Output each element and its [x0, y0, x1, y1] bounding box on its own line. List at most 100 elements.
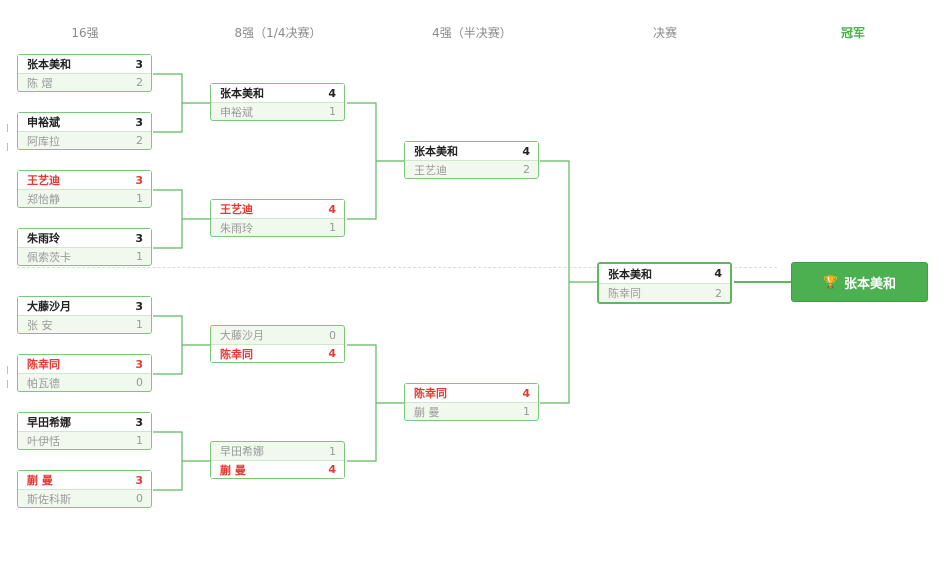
player-score: 1 — [136, 434, 143, 447]
player-name: 早田希娜 — [220, 445, 264, 458]
player-row[interactable]: 王艺迪 2 — [405, 160, 538, 178]
player-row[interactable]: 早田希娜 1 — [211, 442, 344, 460]
champion-box[interactable]: 🏆 张本美和 — [791, 262, 928, 302]
player-score: 2 — [715, 286, 722, 300]
player-score: 3 — [135, 415, 143, 429]
player-row[interactable]: 斯佐科斯 0 — [18, 489, 151, 507]
column-title: 决赛 — [652, 26, 677, 40]
player-name: 蒯 曼 — [414, 405, 440, 419]
player-row[interactable]: 叶伊恬 1 — [18, 431, 151, 449]
player-score: 3 — [135, 231, 143, 245]
player-row[interactable]: 阿库拉 2 — [18, 131, 151, 149]
edge-tick — [7, 143, 8, 151]
player-score: 0 — [136, 492, 143, 505]
player-score: 3 — [135, 357, 143, 371]
player-score: 1 — [523, 405, 530, 418]
player-name: 陈幸同 — [220, 347, 253, 361]
column-title: 4强（半决赛） — [432, 26, 512, 40]
round16-match[interactable]: 申裕斌 3 阿库拉 2 — [17, 112, 152, 150]
player-name: 申裕斌 — [27, 116, 60, 129]
player-name: 陈幸同 — [27, 358, 60, 371]
player-score: 0 — [329, 328, 336, 342]
player-score: 3 — [135, 115, 143, 129]
trophy-icon: 🏆 — [823, 275, 838, 289]
semi-match[interactable]: 陈幸同 4 蒯 曼 1 — [404, 383, 539, 421]
player-name: 阿库拉 — [27, 134, 60, 148]
player-name: 叶伊恬 — [27, 434, 60, 448]
player-score: 1 — [329, 221, 336, 234]
player-name: 早田希娜 — [27, 416, 71, 429]
column-title: 冠军 — [840, 26, 865, 40]
player-score: 2 — [523, 163, 530, 176]
player-name: 张本美和 — [220, 87, 264, 100]
player-row[interactable]: 蒯 曼 1 — [405, 402, 538, 420]
edge-tick — [7, 380, 8, 388]
edge-tick — [7, 366, 8, 374]
player-name: 朱雨玲 — [27, 232, 60, 245]
player-row[interactable]: 朱雨玲 1 — [211, 218, 344, 236]
edge-tick — [7, 124, 8, 132]
half-divider — [17, 267, 777, 268]
player-name: 张本美和 — [27, 58, 71, 71]
player-row[interactable]: 朱雨玲 3 — [18, 229, 151, 247]
player-score: 4 — [328, 347, 336, 360]
player-row[interactable]: 张本美和 4 — [211, 84, 344, 102]
player-score: 3 — [135, 299, 143, 313]
player-row[interactable]: 张本美和 3 — [18, 55, 151, 73]
player-name: 王艺迪 — [220, 203, 253, 216]
player-score: 4 — [522, 386, 530, 400]
player-score: 1 — [329, 105, 336, 118]
player-score: 3 — [135, 57, 143, 71]
player-row[interactable]: 陈幸同 3 — [18, 355, 151, 373]
quarter-match[interactable]: 王艺迪 4 朱雨玲 1 — [210, 199, 345, 237]
player-row[interactable]: 陈幸同 4 — [211, 344, 344, 362]
player-name: 蒯 曼 — [220, 463, 246, 477]
player-name: 斯佐科斯 — [27, 492, 71, 506]
round16-match[interactable]: 早田希娜 3 叶伊恬 1 — [17, 412, 152, 450]
player-score: 0 — [136, 376, 143, 389]
player-row[interactable]: 王艺迪 4 — [211, 200, 344, 218]
column-title: 16强 — [71, 26, 99, 40]
player-score: 3 — [135, 473, 143, 487]
player-name: 王艺迪 — [414, 163, 447, 177]
player-score: 4 — [522, 144, 530, 158]
player-score: 3 — [135, 173, 143, 187]
player-row[interactable]: 申裕斌 3 — [18, 113, 151, 131]
player-name: 朱雨玲 — [220, 221, 253, 235]
player-score: 4 — [328, 202, 336, 216]
player-name: 郑怡静 — [27, 192, 60, 206]
player-row[interactable]: 早田希娜 3 — [18, 413, 151, 431]
player-score: 1 — [329, 444, 336, 458]
player-row[interactable]: 陈幸同 4 — [405, 384, 538, 402]
player-score: 2 — [136, 134, 143, 147]
player-name: 陈幸同 — [414, 387, 447, 400]
player-score: 4 — [328, 86, 336, 100]
player-name: 佩索茨卡 — [27, 250, 71, 264]
